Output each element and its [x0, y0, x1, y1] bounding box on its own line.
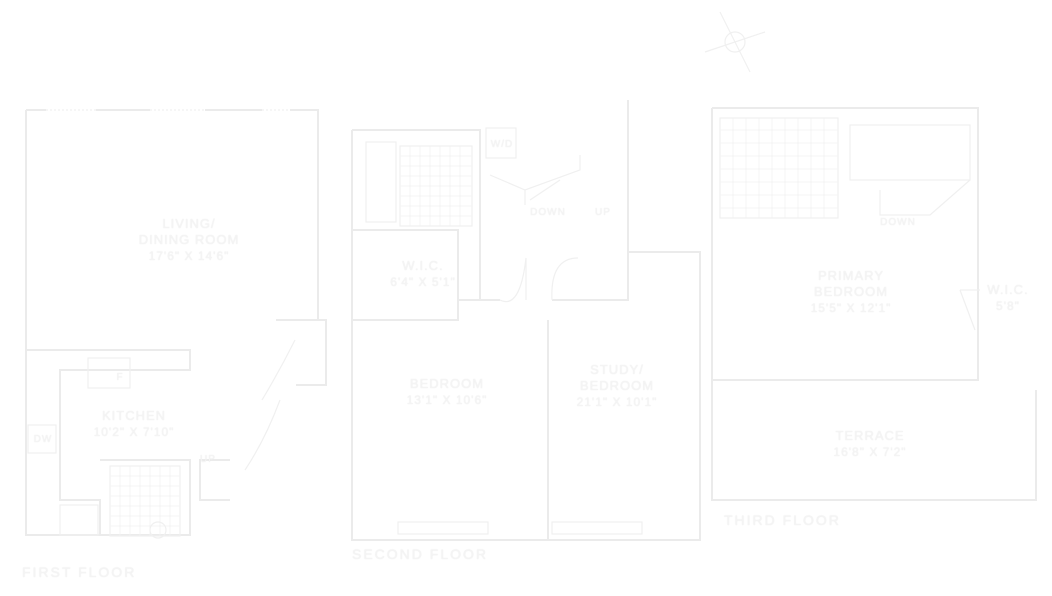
compass-icon [704, 11, 766, 73]
room-label-terrace: TERRACE 16'8" x 7'2" [833, 428, 907, 459]
stair-down-label-second: DOWN [530, 207, 566, 218]
third-floor-walls [711, 107, 1037, 501]
stair-up-label-first: UP [200, 454, 216, 465]
room-label-wic-second: W.I.C. 6'4" x 5'1" [390, 258, 456, 289]
stair-down-label-third: DOWN [880, 217, 916, 228]
first-floor-bath-tiles [109, 465, 181, 539]
first-floor-walls [25, 109, 327, 536]
room-label-living: LIVING/ DINING ROOM 17'6" x 14'6" [138, 216, 240, 263]
room-label-primary-bedroom: PRIMARY BEDROOM 15'5" x 12'1" [810, 268, 892, 315]
kitchen-fixtures [27, 357, 131, 536]
room-label-bedroom: BEDROOM 13'1" x 10'6" [406, 376, 488, 407]
second-floor-bath [365, 127, 581, 227]
room-label-wic-third: W.I.C. 5'8" [987, 282, 1029, 313]
floor-label-second: SECOND FLOOR [352, 546, 489, 562]
floor-label-first: FIRST FLOOR [22, 564, 137, 580]
washer-dryer-label: W/D [490, 139, 514, 150]
second-floor-walls [351, 100, 701, 541]
stair-up-label-second: UP [595, 207, 611, 218]
room-label-kitchen: KITCHEN 10'2" x 7'10" [93, 408, 175, 439]
room-label-study-bedroom: STUDY/ BEDROOM 21'1" x 10'1" [576, 362, 658, 409]
fridge-label: F [116, 372, 124, 383]
floor-label-third: THIRD FLOOR [724, 512, 841, 528]
dishwasher-label: DW [33, 434, 53, 445]
